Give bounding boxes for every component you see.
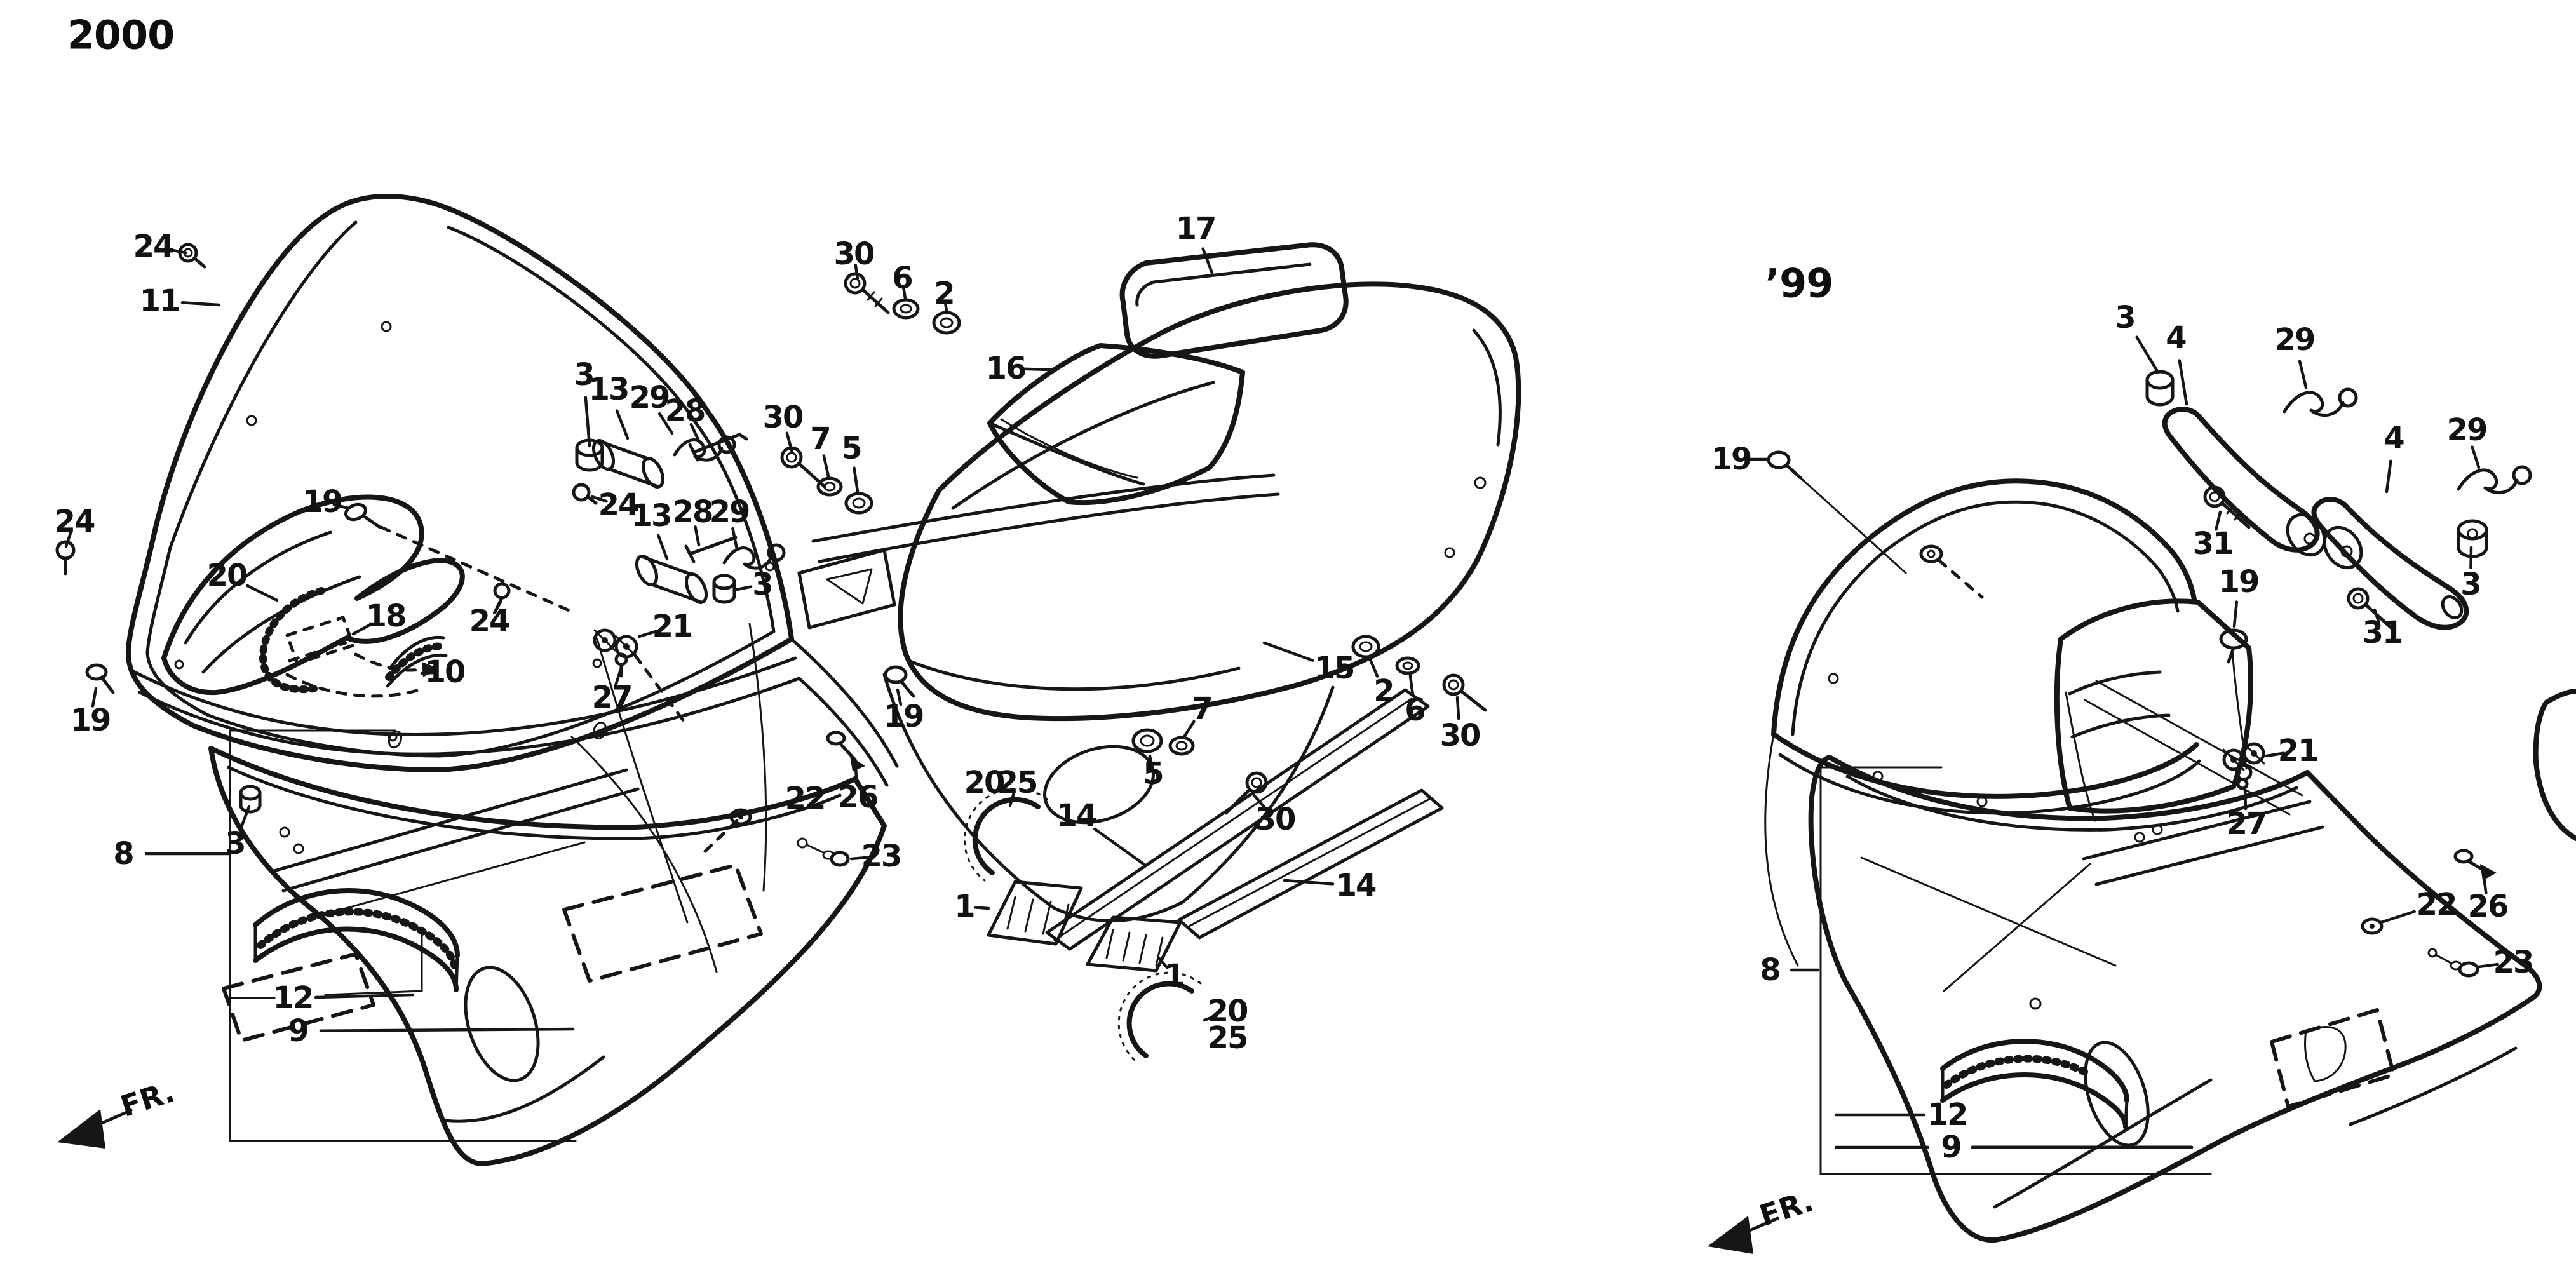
callout-20: 20 [1207,994,1249,1029]
callout-1: 1 [954,889,975,924]
callout-30: 30 [1255,802,1297,837]
callout-4: 4 [2384,421,2404,456]
left-diagram-art [55,194,1521,1166]
callout-13: 13 [631,498,673,534]
callout-5: 5 [1143,756,1164,792]
callout-1: 1 [1164,958,1185,994]
callout-26: 26 [2467,889,2509,924]
callout-16: 16 [985,351,1027,386]
callout-17: 17 [1175,211,1217,246]
callout-28: 28 [672,494,714,530]
callout-26: 26 [837,779,879,815]
callout-24: 24 [598,487,640,523]
callout-8: 8 [113,836,134,872]
callout-7: 7 [810,421,831,457]
callout-14: 14 [1335,868,1377,903]
callout-19: 19 [883,699,925,734]
title-model-2000: 2000 [67,11,175,58]
callout-23: 23 [2493,945,2535,980]
callout-24: 24 [54,504,96,539]
callout-19: 19 [302,484,344,520]
callout-29: 29 [709,494,751,530]
callout-24: 24 [469,603,511,639]
callout-29: 29 [629,380,671,415]
callout-21: 21 [652,609,694,644]
callout-29: 29 [2446,412,2488,448]
callout-27: 27 [2226,806,2268,842]
callout-31: 31 [2192,526,2234,562]
callout-30: 30 [1440,718,1481,753]
callout-31: 31 [2362,615,2404,650]
callout-3: 3 [2460,567,2481,602]
callout-21: 21 [2277,733,2319,769]
callout-24: 24 [133,229,175,264]
title-model-99: ’99 [1765,260,1834,307]
callout-27: 27 [591,680,633,715]
callout-3: 3 [225,826,246,861]
callout-3: 3 [2115,300,2136,335]
callout-19: 19 [70,703,112,738]
callout-6: 6 [1405,692,1426,728]
callout-8: 8 [1760,952,1781,988]
callout-30: 30 [833,236,875,272]
callout-23: 23 [861,839,903,874]
callout-25: 25 [1207,1020,1249,1056]
callout-19: 19 [1711,441,1753,477]
callout-22: 22 [785,781,826,816]
callout-3: 3 [752,567,773,602]
callout-15: 15 [1314,650,1356,686]
callout-14: 14 [1056,798,1098,833]
callout-18: 18 [365,598,407,634]
callout-7: 7 [1192,691,1213,727]
callout-12: 12 [1927,1097,1969,1133]
callout-20: 20 [964,765,1006,800]
callout-20: 20 [206,558,248,593]
callout-22: 22 [2416,887,2458,922]
callout-9: 9 [288,1013,309,1049]
callout-25: 25 [997,765,1039,800]
callout-2: 2 [934,276,955,311]
callout-11: 11 [139,283,181,319]
callout-10: 10 [424,654,466,690]
callout-6: 6 [892,260,913,296]
callout-30: 30 [762,400,804,435]
callout-12: 12 [273,980,314,1016]
callout-13: 13 [588,372,630,407]
callout-4: 4 [2166,320,2187,356]
callout-19: 19 [2218,564,2260,600]
callout-5: 5 [841,431,862,466]
callout-2: 2 [1373,673,1394,709]
callout-9: 9 [1941,1129,1962,1165]
callout-28: 28 [664,393,706,429]
callout-29: 29 [2274,322,2316,358]
callout-3: 3 [574,357,595,393]
